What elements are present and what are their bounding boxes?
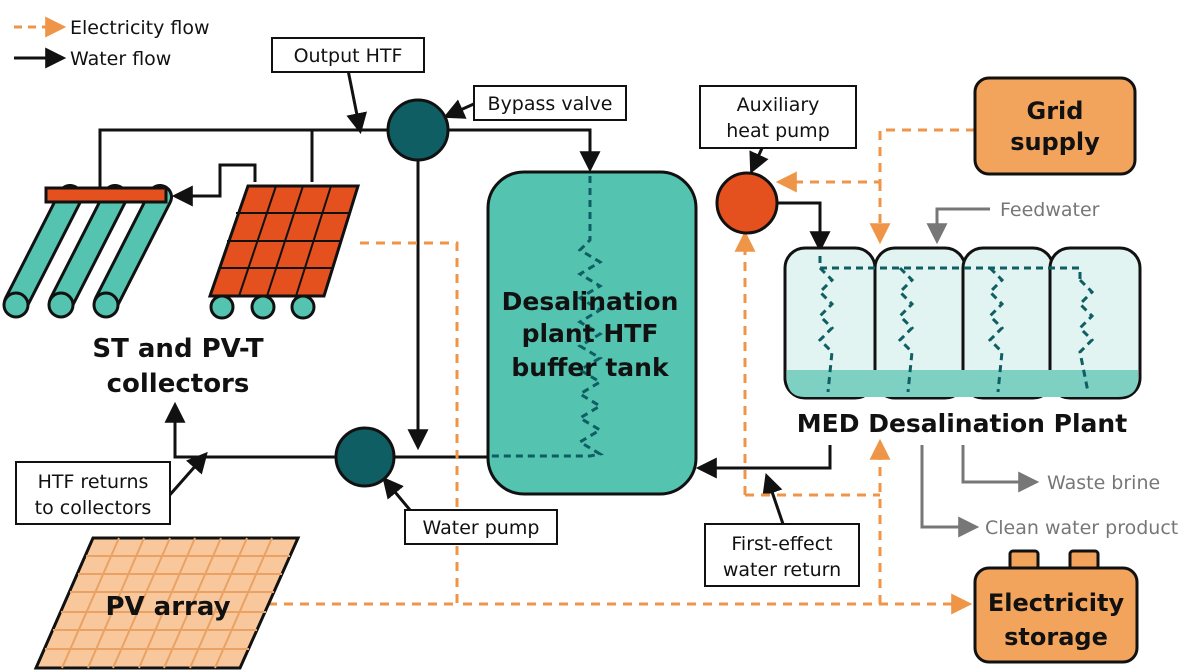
output-htf-box: Output HTF [271, 37, 425, 73]
collectors-label-2: collectors [107, 369, 250, 399]
htf-returns-box: HTF returns to collectors [15, 461, 171, 525]
water-pump [334, 426, 396, 488]
bypass-valve-pointer [443, 99, 477, 119]
auxiliary-heat-pump [715, 171, 779, 235]
tank-label-3: buffer tank [511, 353, 670, 382]
aux-pump-box: Auxiliary heat pump [699, 85, 857, 149]
legend: Electricity flow Water flow [14, 16, 210, 70]
htf-returns-label-1: HTF returns [38, 471, 149, 493]
pv-array-label: PV array [105, 592, 230, 622]
bypass-valve [386, 98, 450, 162]
aux-pump-label-1: Auxiliary [737, 94, 820, 116]
output-htf-label: Output HTF [294, 45, 403, 67]
tank-label-2: plant HTF [522, 319, 659, 348]
first-effect-pointer [762, 473, 785, 525]
grid-to-aux [775, 128, 975, 193]
pvt-to-storage [360, 241, 973, 615]
water-pump-label: Water pump [423, 517, 540, 539]
storage-label-1: Electricity [988, 589, 1125, 617]
storage-label-2: storage [1004, 623, 1108, 651]
grid-label-2: supply [1010, 128, 1100, 156]
water-pump-box: Water pump [404, 509, 558, 545]
output-htf-pointer [346, 69, 368, 135]
tank-label-1: Desalination [502, 287, 679, 316]
pvt-collector [207, 184, 361, 320]
buffer-tank [486, 170, 698, 496]
return-pipe [164, 401, 490, 459]
med-plant-label: MED Desalination Plant [797, 409, 1127, 438]
aux-pump-pointer [749, 145, 769, 174]
first-effect-box: First-effect water return [704, 523, 860, 587]
clean-water-label: Clean water product [985, 517, 1178, 539]
waste-brine-arrow [961, 445, 1040, 493]
med-to-tank [695, 445, 832, 479]
htf-returns-label-2: to collectors [35, 497, 152, 519]
bypass-valve-box: Bypass valve [473, 85, 627, 121]
output-pipe [98, 128, 601, 190]
grey-flow-lines [920, 207, 1040, 538]
feedwater-arrow [926, 207, 990, 245]
collector-tube [3, 184, 173, 316]
aux-to-med [777, 201, 831, 253]
htf-return-pointer [166, 451, 208, 498]
collectors-label-1: ST and PV-T [92, 334, 263, 364]
clean-water-arrow [920, 445, 980, 538]
aux-pump-label-2: heat pump [726, 120, 830, 142]
electricity-flow-lines [268, 128, 975, 615]
bypass-valve-label: Bypass valve [488, 93, 613, 115]
collector-header [44, 186, 168, 204]
first-effect-label-2: water return [723, 559, 841, 581]
waste-brine-label: Waste brine [1047, 472, 1160, 494]
feedwater-label: Feedwater [1000, 199, 1100, 221]
pv-array: PV array [33, 536, 301, 670]
legend-water-label: Water flow [70, 48, 171, 70]
med-plant [783, 246, 1142, 400]
first-effect-label-1: First-effect [731, 533, 832, 555]
st-collectors [2, 184, 173, 319]
feed-to-header [171, 163, 257, 207]
grid-supply: Grid supply [973, 76, 1137, 176]
grid-label-1: Grid [1027, 97, 1084, 125]
legend-electricity-label: Electricity flow [70, 17, 210, 39]
electricity-storage: Electricity storage [973, 549, 1139, 664]
